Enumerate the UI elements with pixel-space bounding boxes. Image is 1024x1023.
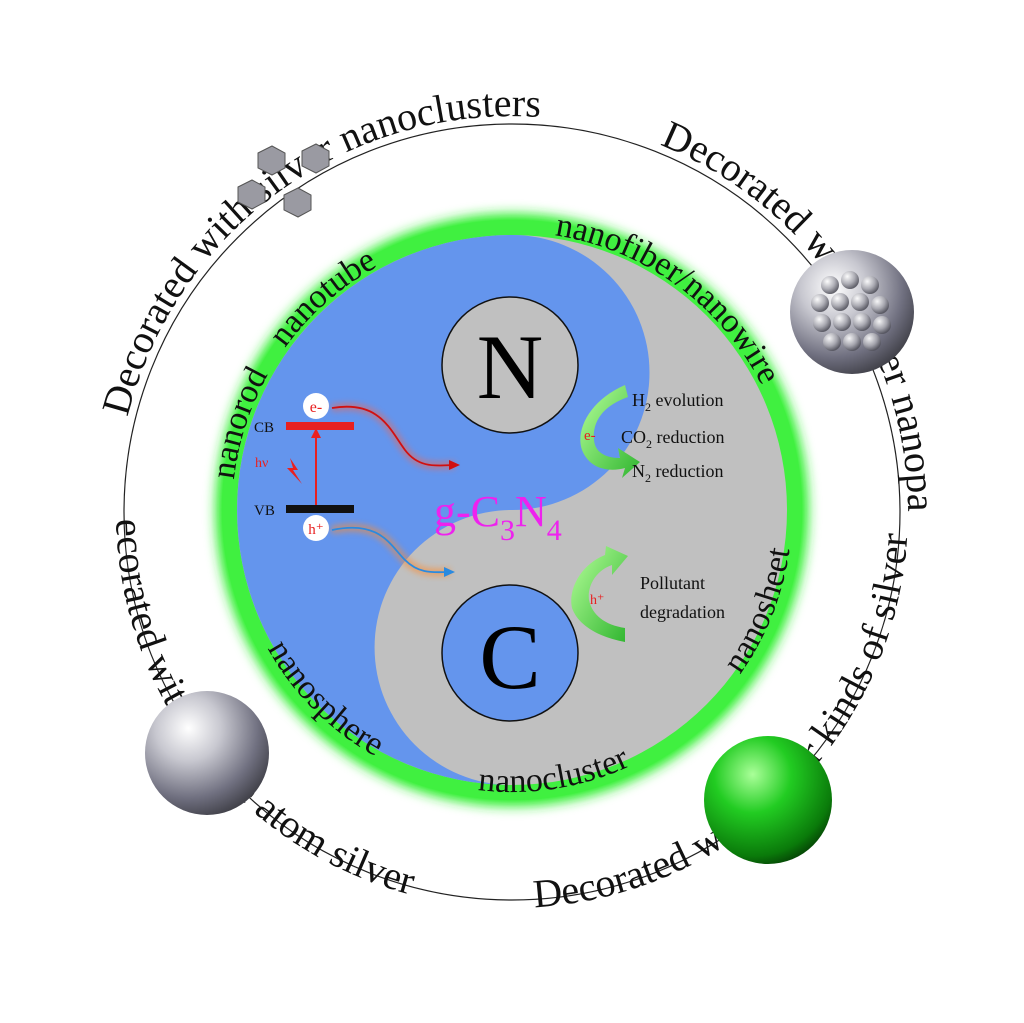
electron-label: e- xyxy=(310,399,322,416)
hv-label: hν xyxy=(255,456,268,471)
electron-circle xyxy=(303,393,329,419)
cb-label: CB xyxy=(254,420,274,436)
reaction-texts: H2 evolution CO2 reduction N2 reduction … xyxy=(621,390,725,622)
outer-ring xyxy=(123,123,901,901)
nanocluster-icon xyxy=(237,143,330,218)
reaction-electron-arrow: e- xyxy=(580,385,640,478)
reaction-hole-label: h⁺ xyxy=(590,593,604,608)
n2-reduction: N2 reduction xyxy=(632,461,723,485)
n-letter: N xyxy=(477,316,543,418)
pollutant-line1: Pollutant xyxy=(640,573,705,593)
hole-circle xyxy=(303,515,329,541)
other-silver-icon xyxy=(704,736,832,864)
co2-reduction: CO2 reduction xyxy=(621,427,725,451)
single-atom-icon xyxy=(145,691,269,815)
hole-label: h⁺ xyxy=(308,522,323,538)
formula-g-c3n4: g-C3N4 xyxy=(434,487,562,547)
c-letter: C xyxy=(479,606,540,708)
band-diagram: CB VB hν e- h⁺ xyxy=(254,393,460,577)
n-circle xyxy=(441,296,579,434)
vb-label: VB xyxy=(254,503,275,519)
reaction-electron-label: e- xyxy=(584,428,596,444)
h2-evolution: H2 evolution xyxy=(632,390,724,414)
vb-bar xyxy=(286,505,354,513)
lightning-icon xyxy=(287,458,302,484)
nanoparticle-icon xyxy=(790,250,914,374)
c-circle xyxy=(441,584,579,722)
cb-bar xyxy=(286,422,354,430)
reaction-hole-arrow: h⁺ xyxy=(571,546,628,642)
pollutant-line2: degradation xyxy=(640,602,725,622)
